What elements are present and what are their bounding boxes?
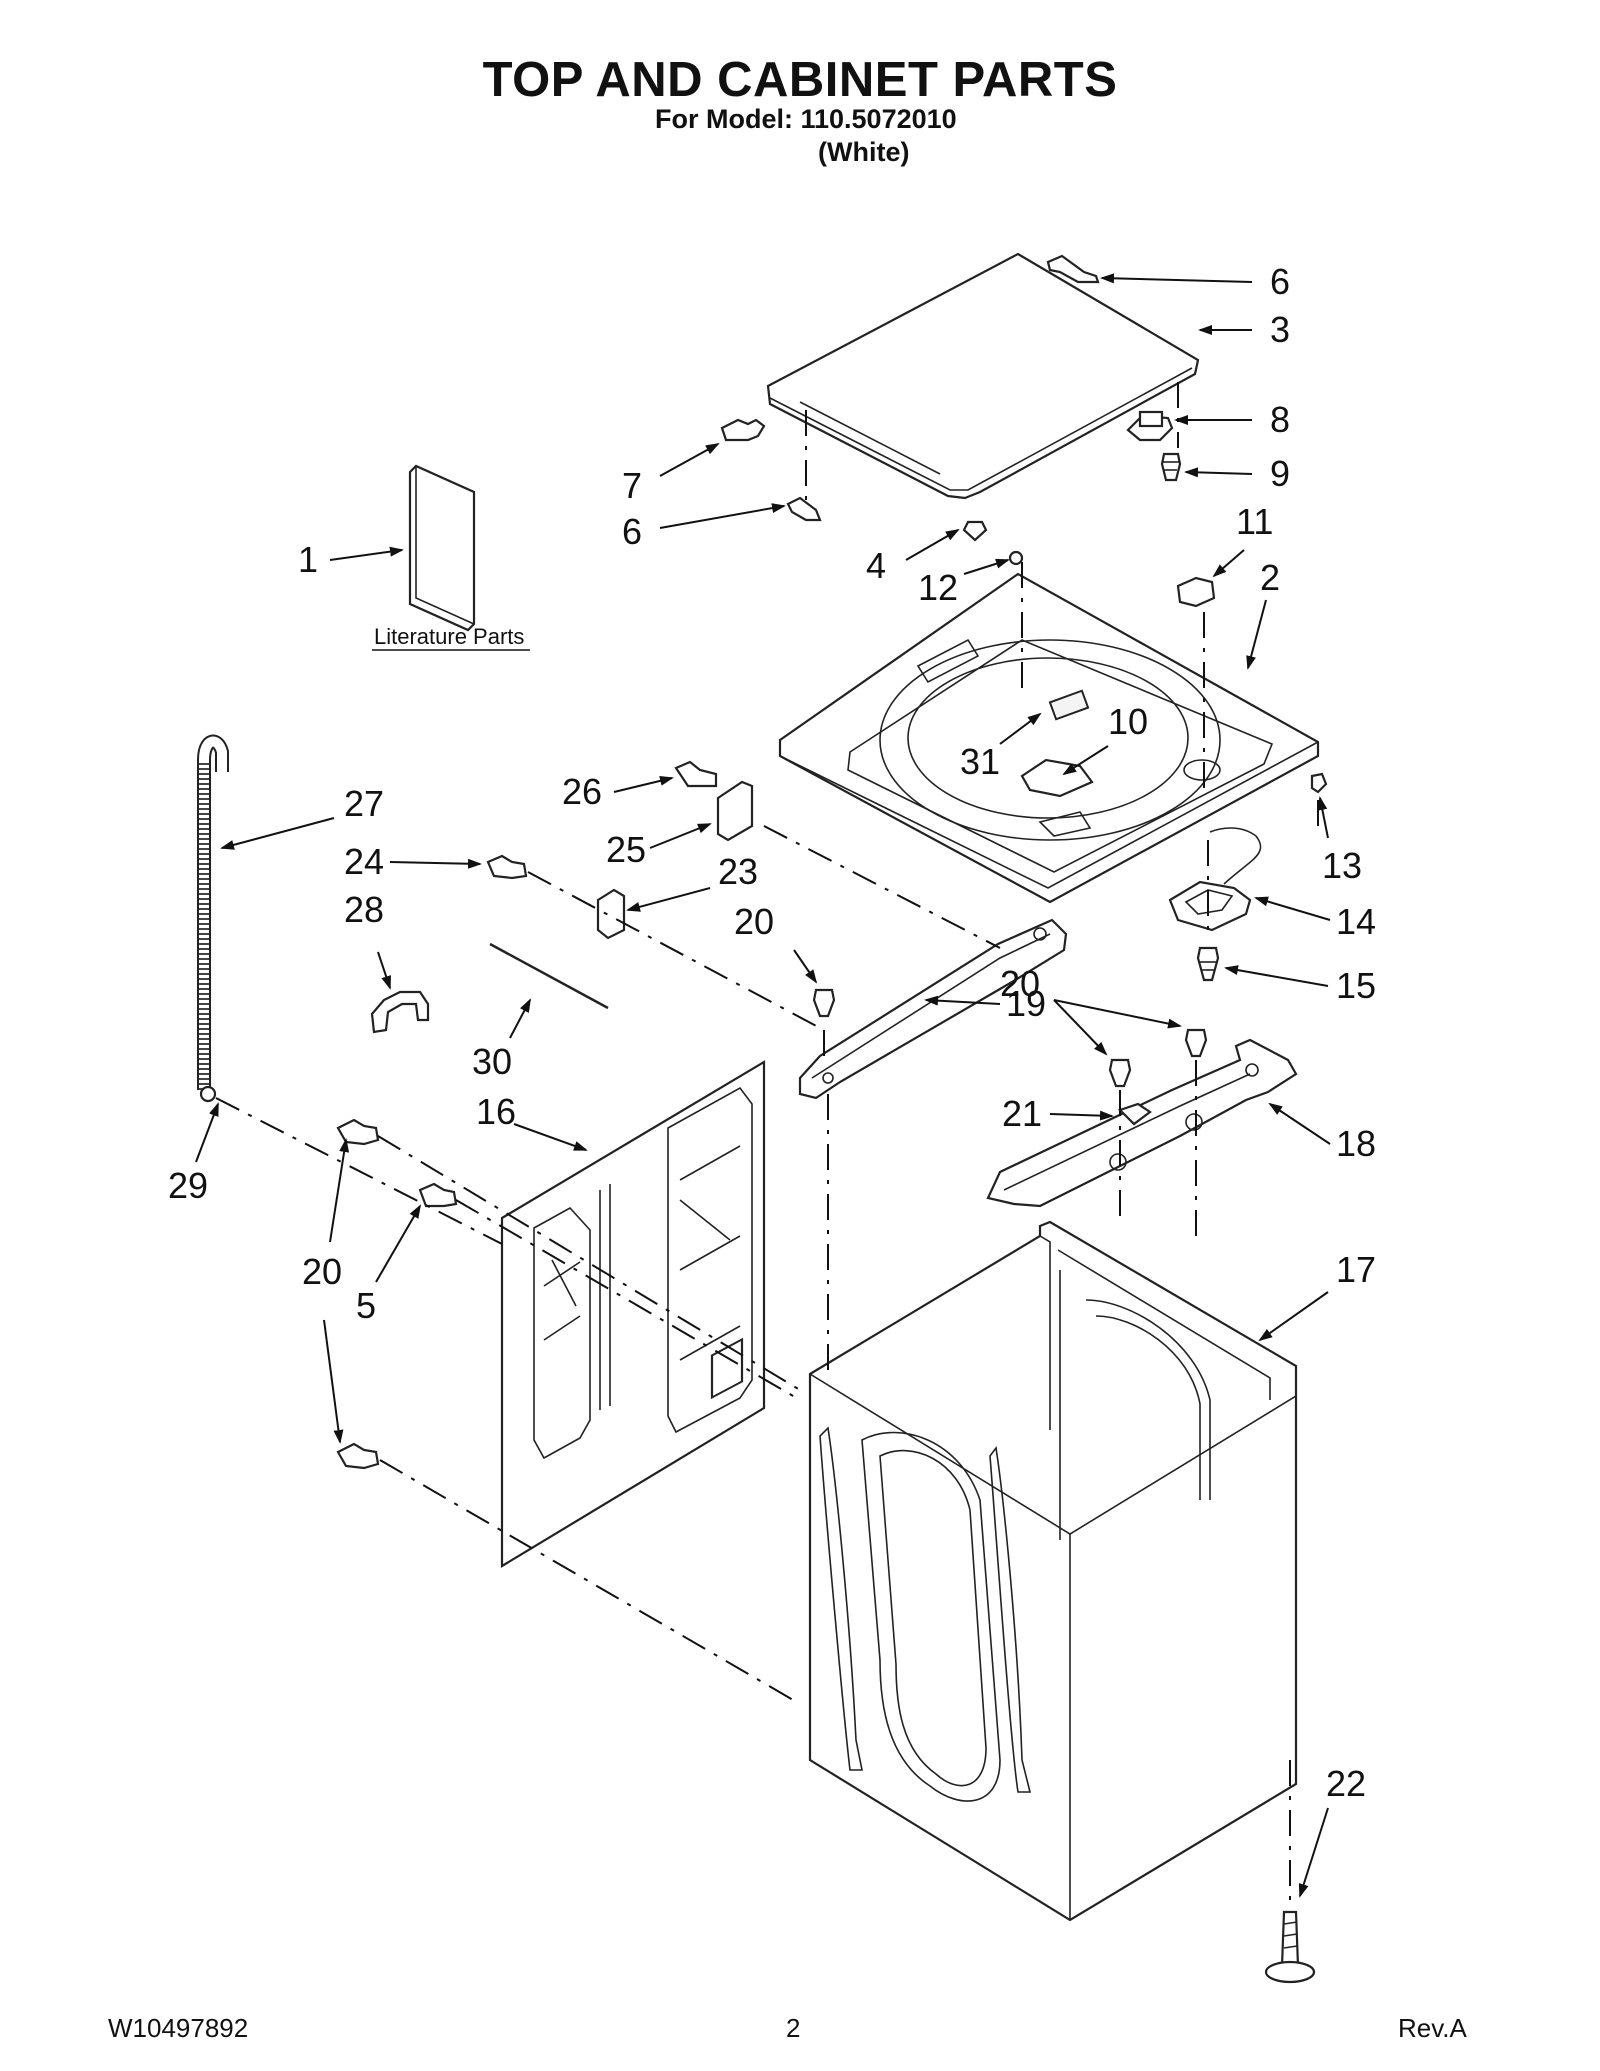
callout-25: 25	[606, 829, 646, 870]
callout-29: 29	[168, 1165, 208, 1206]
brace-19-part	[798, 918, 1068, 1100]
literature-part	[408, 464, 476, 632]
callout-17: 17	[1336, 1249, 1376, 1290]
bracket-25-part	[716, 780, 754, 842]
callout-18: 18	[1336, 1123, 1376, 1164]
hinge-pin-part	[720, 418, 766, 442]
hose-clamp-part	[199, 1085, 217, 1103]
callout-13: 13	[1322, 845, 1362, 886]
screw-5-part	[418, 1182, 458, 1208]
screw-24-part	[486, 854, 528, 880]
screw-12-part	[1008, 550, 1024, 566]
rear-panel-part	[500, 1060, 766, 1568]
callout-6-lower: 6	[622, 511, 642, 552]
switch-screw-part	[1196, 946, 1220, 982]
hose-bend-part	[370, 990, 430, 1034]
screw-26-part	[674, 760, 718, 788]
callout-10: 10	[1108, 701, 1148, 742]
callout-31: 31	[960, 741, 1000, 782]
lid-hinge-lower-part	[786, 496, 822, 522]
assembly-lines	[215, 382, 1319, 1906]
callout-14: 14	[1336, 901, 1376, 942]
callout-27: 27	[344, 783, 384, 824]
lid-bumper-part	[962, 520, 988, 542]
screw-20-part	[812, 988, 836, 1018]
wire-tie-part	[489, 942, 609, 1010]
cabinet-part	[808, 1220, 1298, 1922]
callout-6: 6	[1270, 261, 1290, 302]
page-number: 2	[786, 2013, 801, 2043]
callout-8: 8	[1270, 399, 1290, 440]
callout-5: 5	[356, 1285, 376, 1326]
callout-21: 21	[1002, 1093, 1042, 1134]
lid-striker-part	[1126, 410, 1174, 442]
revision: Rev.A	[1398, 2013, 1467, 2043]
callout-7: 7	[622, 465, 642, 506]
callout-26: 26	[562, 771, 602, 812]
striker-screw-part	[1160, 452, 1182, 482]
lid-switch-part	[1168, 827, 1262, 932]
brace-18-part	[986, 1038, 1298, 1208]
callout-1: 1	[298, 539, 318, 580]
clip-23-part	[596, 888, 626, 940]
lid-hinge-part	[1046, 254, 1100, 284]
callout-16: 16	[476, 1091, 516, 1132]
callout-12: 12	[918, 567, 958, 608]
callout-11: 11	[1236, 501, 1273, 542]
top-panel-part	[778, 572, 1320, 904]
callout-20-left: 20	[302, 1251, 342, 1292]
lid-part	[766, 252, 1200, 500]
switch-actuator-part	[1176, 576, 1216, 608]
callout-22: 22	[1326, 1763, 1366, 1804]
leveling-leg-part	[1264, 1910, 1316, 1984]
clip-21-part	[1117, 1102, 1152, 1126]
callout-15: 15	[1336, 965, 1376, 1006]
model-line: For Model: 110.5072010	[655, 104, 957, 134]
callout-28: 28	[344, 889, 384, 930]
callout-9: 9	[1270, 453, 1290, 494]
color-line: (White)	[818, 137, 910, 167]
doc-number: W10497892	[108, 2013, 249, 2043]
callout-3: 3	[1270, 309, 1290, 350]
page-title: TOP AND CABINET PARTS	[482, 53, 1118, 107]
callout-23: 23	[718, 851, 758, 892]
callout-2: 2	[1260, 557, 1280, 598]
drain-hose-part	[197, 734, 229, 1090]
screw-20b-part	[1108, 1028, 1208, 1088]
callout-20-brace: 20	[734, 901, 774, 942]
callout-4: 4	[866, 545, 886, 586]
callout-19: 19	[1006, 983, 1046, 1024]
callout-24: 24	[344, 841, 384, 882]
callout-20-front: 20	[1000, 963, 1040, 1004]
literature-parts-label: Literature Parts	[374, 624, 524, 649]
clip-13-part	[1310, 772, 1328, 794]
leader-arrows	[195, 273, 1331, 1898]
callout-30: 30	[472, 1041, 512, 1082]
